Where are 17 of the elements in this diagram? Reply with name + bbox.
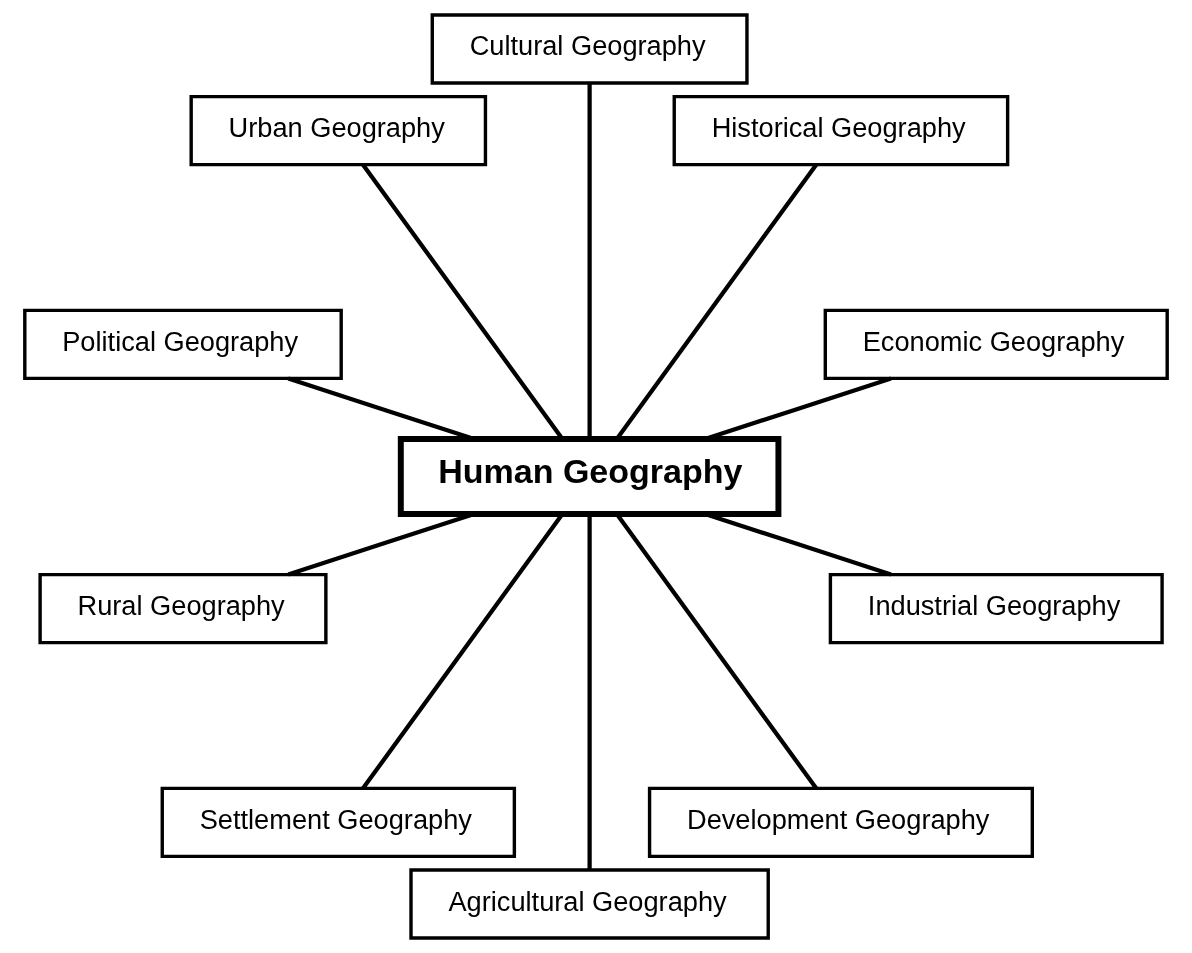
- connector: [587, 83, 592, 439]
- node-box: Historical Geography: [672, 94, 1010, 167]
- connector: [704, 376, 892, 441]
- node-box: Settlement Geography: [160, 786, 517, 859]
- node-box: Agricultural Geography: [409, 868, 770, 940]
- connector: [287, 376, 475, 441]
- node-box: Urban Geography: [189, 94, 488, 167]
- node-box: Development Geography: [647, 786, 1034, 859]
- connector: [704, 511, 892, 577]
- node-box: Human Geography: [397, 436, 782, 517]
- connector: [287, 511, 475, 577]
- node-box: Political Geography: [23, 308, 343, 381]
- connector: [587, 514, 592, 870]
- node-box: Rural Geography: [38, 572, 328, 645]
- node-box: Cultural Geography: [430, 13, 749, 85]
- node-box: Economic Geography: [823, 308, 1169, 381]
- node-box: Industrial Geography: [828, 572, 1164, 645]
